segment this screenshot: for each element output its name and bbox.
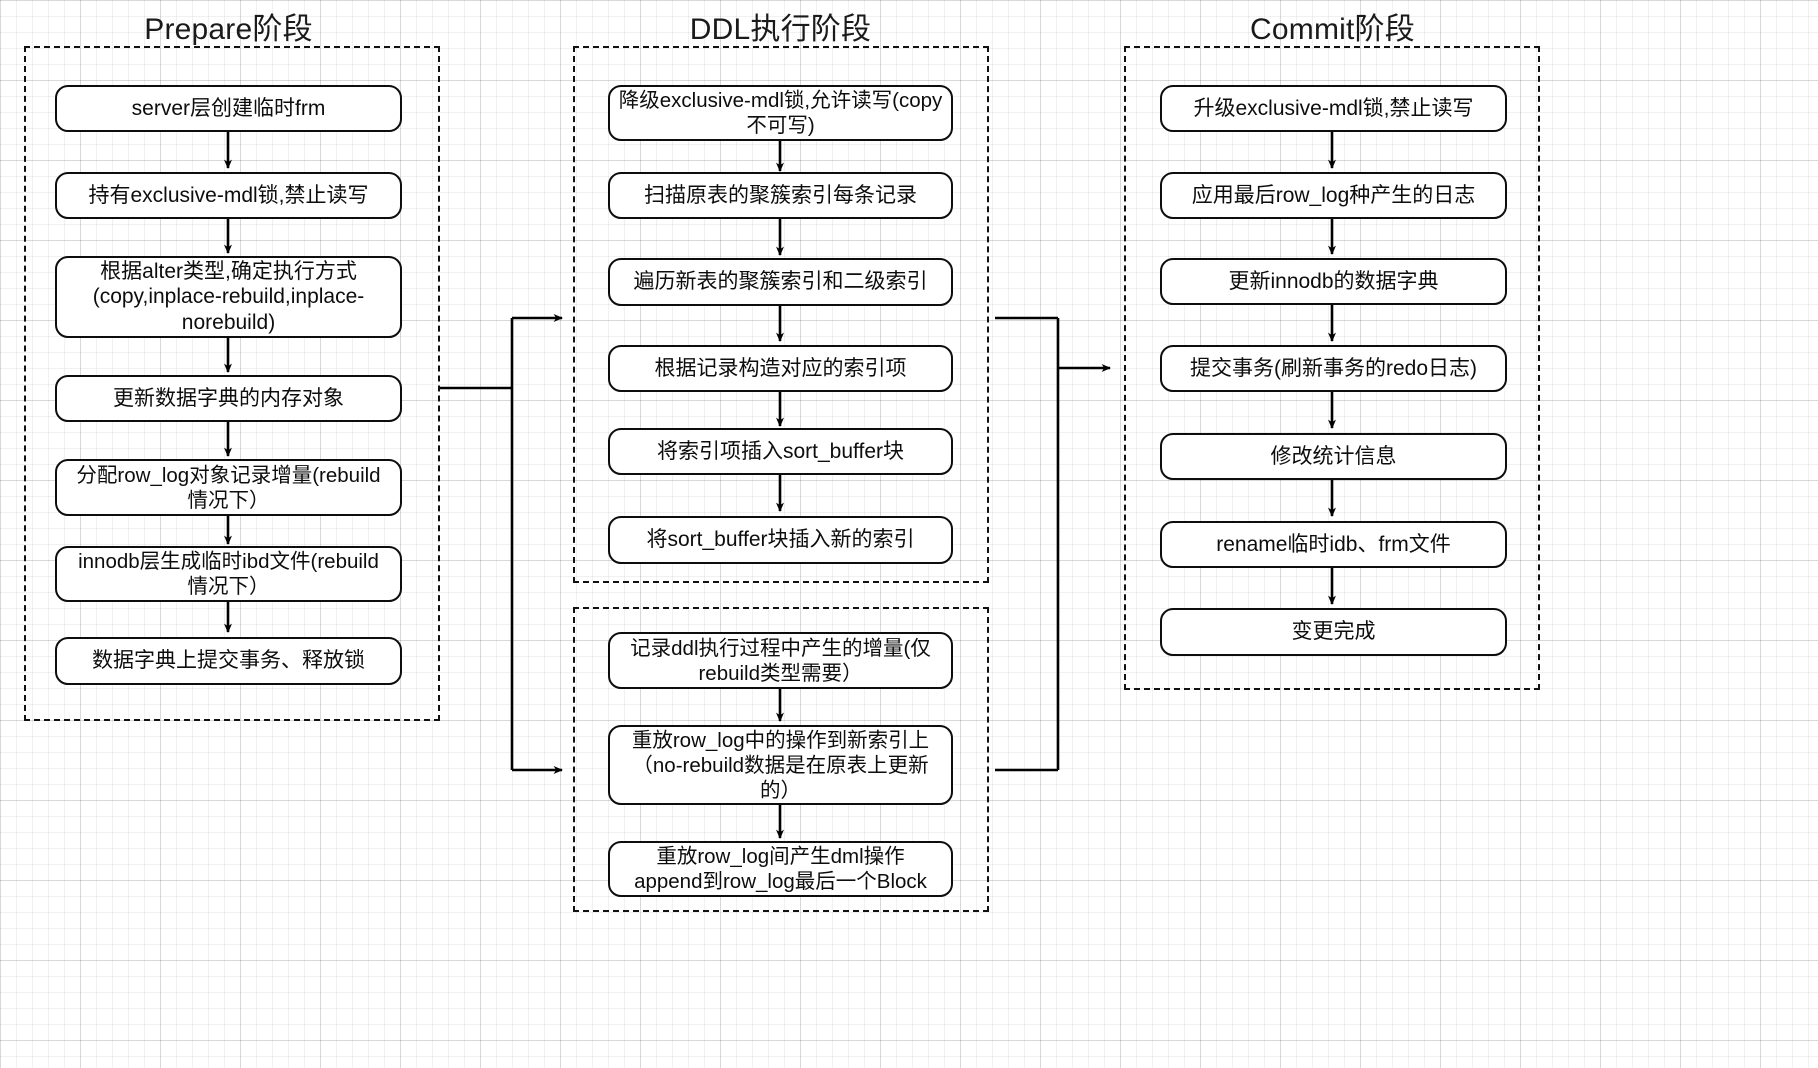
node-p5[interactable]: 分配row_log对象记录增量(rebuild 情况下） [55, 459, 402, 516]
node-d4[interactable]: 根据记录构造对应的索引项 [608, 345, 953, 392]
lane-commit [1124, 46, 1540, 690]
node-c1[interactable]: 升级exclusive-mdl锁,禁止读写 [1160, 85, 1507, 132]
lane-prepare [24, 46, 440, 721]
node-p4[interactable]: 更新数据字典的内存对象 [55, 375, 402, 422]
node-c3[interactable]: 更新innodb的数据字典 [1160, 258, 1507, 305]
lane-title-prepare: Prepare阶段 [144, 13, 313, 46]
node-p7[interactable]: 数据字典上提交事务、释放锁 [55, 637, 402, 685]
node-c5[interactable]: 修改统计信息 [1160, 433, 1507, 480]
lane-title-ddl: DDL执行阶段 [689, 13, 872, 46]
node-d1[interactable]: 降级exclusive-mdl锁,允许读写(copy 不可写) [608, 85, 953, 141]
node-c6[interactable]: rename临时idb、frm文件 [1160, 521, 1507, 568]
node-c4[interactable]: 提交事务(刷新事务的redo日志) [1160, 345, 1507, 392]
node-d2[interactable]: 扫描原表的聚簇索引每条记录 [608, 172, 953, 219]
node-d6[interactable]: 将sort_buffer块插入新的索引 [608, 516, 953, 564]
lane-ddl-main [573, 46, 989, 583]
node-p3[interactable]: 根据alter类型,确定执行方式 (copy,inplace-rebuild,i… [55, 256, 402, 338]
lane-title-commit: Commit阶段 [1250, 13, 1415, 46]
node-c2[interactable]: 应用最后row_log种产生的日志 [1160, 172, 1507, 219]
node-d7[interactable]: 记录ddl执行过程中产生的增量(仅 rebuild类型需要） [608, 632, 953, 689]
node-d5[interactable]: 将索引项插入sort_buffer块 [608, 428, 953, 475]
lane-ddl-rowlog [573, 607, 989, 912]
node-d9[interactable]: 重放row_log间产生dml操作 append到row_log最后一个Bloc… [608, 841, 953, 897]
node-p1[interactable]: server层创建临时frm [55, 85, 402, 132]
node-p6[interactable]: innodb层生成临时ibd文件(rebuild 情况下） [55, 546, 402, 602]
node-d8[interactable]: 重放row_log中的操作到新索引上 （no-rebuild数据是在原表上更新 … [608, 725, 953, 805]
node-c7[interactable]: 变更完成 [1160, 608, 1507, 656]
node-d3[interactable]: 遍历新表的聚簇索引和二级索引 [608, 258, 953, 306]
node-p2[interactable]: 持有exclusive-mdl锁,禁止读写 [55, 172, 402, 219]
